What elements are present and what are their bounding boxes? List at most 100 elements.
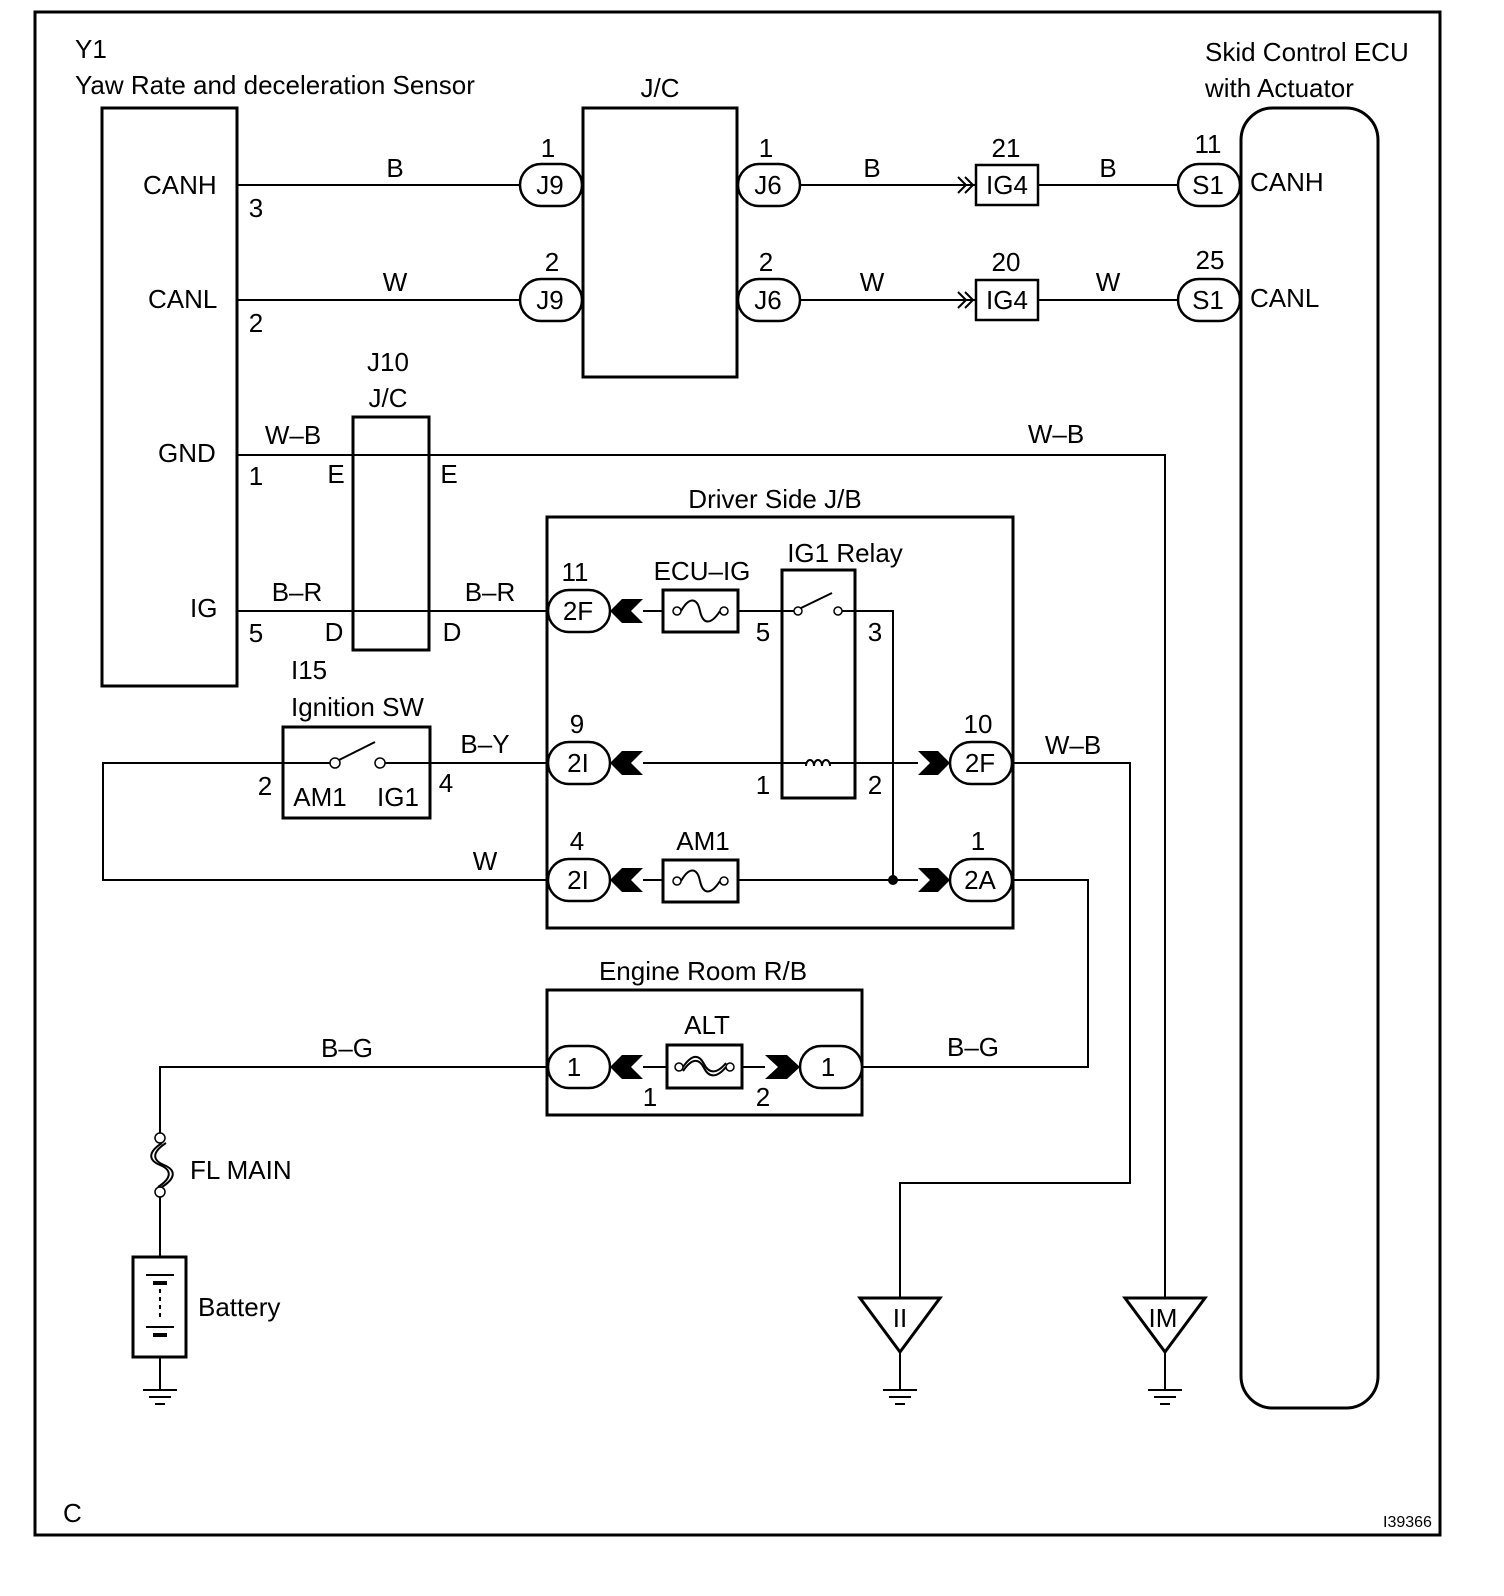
connector-2i-am1-chevron-icon (610, 868, 643, 892)
connector-ig4-canh (974, 163, 1040, 207)
connector-s1-canl-pin: 25 (1196, 245, 1225, 275)
ecu-canh-label: CANH (1250, 167, 1324, 197)
connector-ig4-canl-label: IG4 (986, 285, 1028, 315)
connector-j9-canl-label: J9 (536, 285, 563, 315)
gnd-wire (237, 454, 1166, 1298)
wire-color-canl-1: W (383, 267, 408, 297)
junction-block-external-wires: B–Y W W–B (102, 729, 1131, 1298)
ecu-body (1239, 106, 1380, 1410)
wire-color-gnd-1: W–B (265, 420, 321, 450)
connector-j9-canl-pin: 2 (545, 247, 559, 277)
fusible-link-icon (150, 1132, 174, 1198)
connector-j9-canh (518, 162, 584, 208)
engine-room-rb-title: Engine Room R/B (599, 956, 807, 986)
sensor-gnd-label: GND (158, 438, 216, 468)
diagram-frame (33, 10, 1442, 1537)
j10-label: J/C (369, 383, 408, 413)
sensor-canl-pin: 2 (249, 308, 263, 338)
sensor-ig-label: IG (190, 593, 217, 623)
ig4-canh-chevron-icon (957, 176, 975, 194)
jb-ground-wire (899, 762, 1131, 1298)
connector-j6-canl (736, 277, 802, 323)
connector-2f-ground-pin: 10 (964, 709, 993, 739)
fuse-alt-icon (674, 1055, 735, 1077)
battery-circuit: B–G B–G FL MAIN Battery (131, 1032, 999, 1405)
connector-ig4-canl-pin: 20 (992, 247, 1021, 277)
am1-switch-wire (102, 762, 548, 881)
splice-dot (888, 875, 898, 885)
fuse-am1 (661, 858, 740, 904)
driver-side-junction-block: Driver Side J/B 2F 11 ECU–IG IG1 Relay (545, 484, 1015, 930)
connector-rb-right-chevron-icon (765, 1055, 800, 1079)
connector-j9-canl (518, 277, 584, 323)
connector-rb-left-label: 1 (567, 1052, 581, 1082)
relay-ig1-name: IG1 Relay (787, 538, 903, 568)
ground-im-label: IM (1149, 1303, 1178, 1333)
connector-ig4-canh-label: IG4 (986, 170, 1028, 200)
ecu-title-line2: with Actuator (1204, 73, 1354, 103)
relay-pin-switch-out: 3 (868, 617, 882, 647)
ecu-canl-label: CANL (1250, 283, 1319, 313)
yaw-rate-sensor: Y1 Yaw Rate and deceleration Sensor CANH… (75, 34, 475, 688)
fuse-am1-label: AM1 (676, 826, 729, 856)
relay-pin-switch-in: 5 (756, 617, 770, 647)
wire-color-battery-feed: B–G (321, 1033, 373, 1063)
battery-feed-wire (159, 1066, 548, 1133)
fuse-ecu-ig-label: ECU–IG (654, 556, 751, 586)
alt-out-wire (862, 879, 1089, 1068)
ground-point-im: IM (1122, 1296, 1208, 1405)
connector-rb-left-chevron-icon (610, 1055, 643, 1079)
j10-junction-connector: J10 J/C E E D D (325, 347, 461, 652)
connector-2a-chevron-icon (918, 868, 950, 892)
sensor-body (100, 106, 239, 688)
sensor-canh-pin: 3 (249, 193, 263, 223)
sensor-canl-label: CANL (148, 284, 217, 314)
connector-ig4-canl (974, 278, 1040, 322)
j10-gnd-out-pin: E (440, 459, 457, 489)
j10-gnd-in-pin: E (327, 459, 344, 489)
fuse-alt-pin-right: 2 (756, 1082, 770, 1112)
j10-ig-in-pin: D (325, 617, 344, 647)
wire-color-ig-2: B–R (465, 577, 516, 607)
ignition-switch-terminal-am1: AM1 (293, 782, 346, 812)
wire-color-ign-ig1: B–Y (460, 729, 509, 759)
ecu-title-line1: Skid Control ECU (1205, 37, 1409, 67)
connector-2i-am1-label: 2I (567, 865, 589, 895)
connector-j6-canl-label: J6 (754, 285, 781, 315)
jc-label: J/C (641, 73, 680, 103)
ground-im-triangle (1122, 1296, 1208, 1355)
connector-j6-canh-pin: 1 (759, 133, 773, 163)
ignition-switch: I15 Ignition SW AM1 IG1 2 4 (258, 655, 453, 820)
junction-connector: J/C J9 1 J9 2 J6 1 J6 2 (518, 73, 802, 379)
ignition-switch-name: Ignition SW (291, 692, 424, 722)
sensor-name: Yaw Rate and deceleration Sensor (75, 70, 475, 100)
connector-2i-ig1-label: 2I (567, 748, 589, 778)
ignition-switch-pin-ig1: 4 (439, 768, 453, 798)
ground-im-icon (1148, 1389, 1182, 1405)
connector-2a-alt-pin: 1 (971, 826, 985, 856)
driver-jb-title: Driver Side J/B (688, 484, 861, 514)
relay-ig1-body (780, 568, 857, 800)
sensor-canh-label: CANH (143, 170, 217, 200)
connector-s1-canh-pin: 11 (1195, 129, 1222, 159)
fuse-ecu-ig-icon (672, 599, 729, 623)
wire-color-canl-2: W (860, 267, 885, 297)
connector-s1-canh-label: S1 (1192, 170, 1224, 200)
ground-ii-label: II (893, 1303, 907, 1333)
battery-cell-icon (146, 1274, 174, 1337)
ignition-switch-pin-am1: 2 (258, 771, 272, 801)
ignition-switch-contact-icon (329, 741, 386, 769)
battery-ground-icon (143, 1389, 177, 1405)
ignition-switch-terminal-ig1: IG1 (377, 782, 419, 812)
connector-2f-ecu-ig-chevron-icon (610, 599, 643, 623)
fusible-link-label: FL MAIN (190, 1155, 292, 1185)
fuse-alt-label: ALT (684, 1010, 730, 1040)
sensor-gnd-pin: 1 (249, 461, 263, 491)
ig4-canl-chevron-icon (957, 291, 975, 309)
battery-label: Battery (198, 1292, 280, 1322)
wire-color-canh-3: B (1099, 153, 1116, 183)
wire-color-canh-1: B (386, 153, 403, 183)
driver-jb-body (545, 515, 1015, 930)
section-letter: C (63, 1498, 82, 1528)
